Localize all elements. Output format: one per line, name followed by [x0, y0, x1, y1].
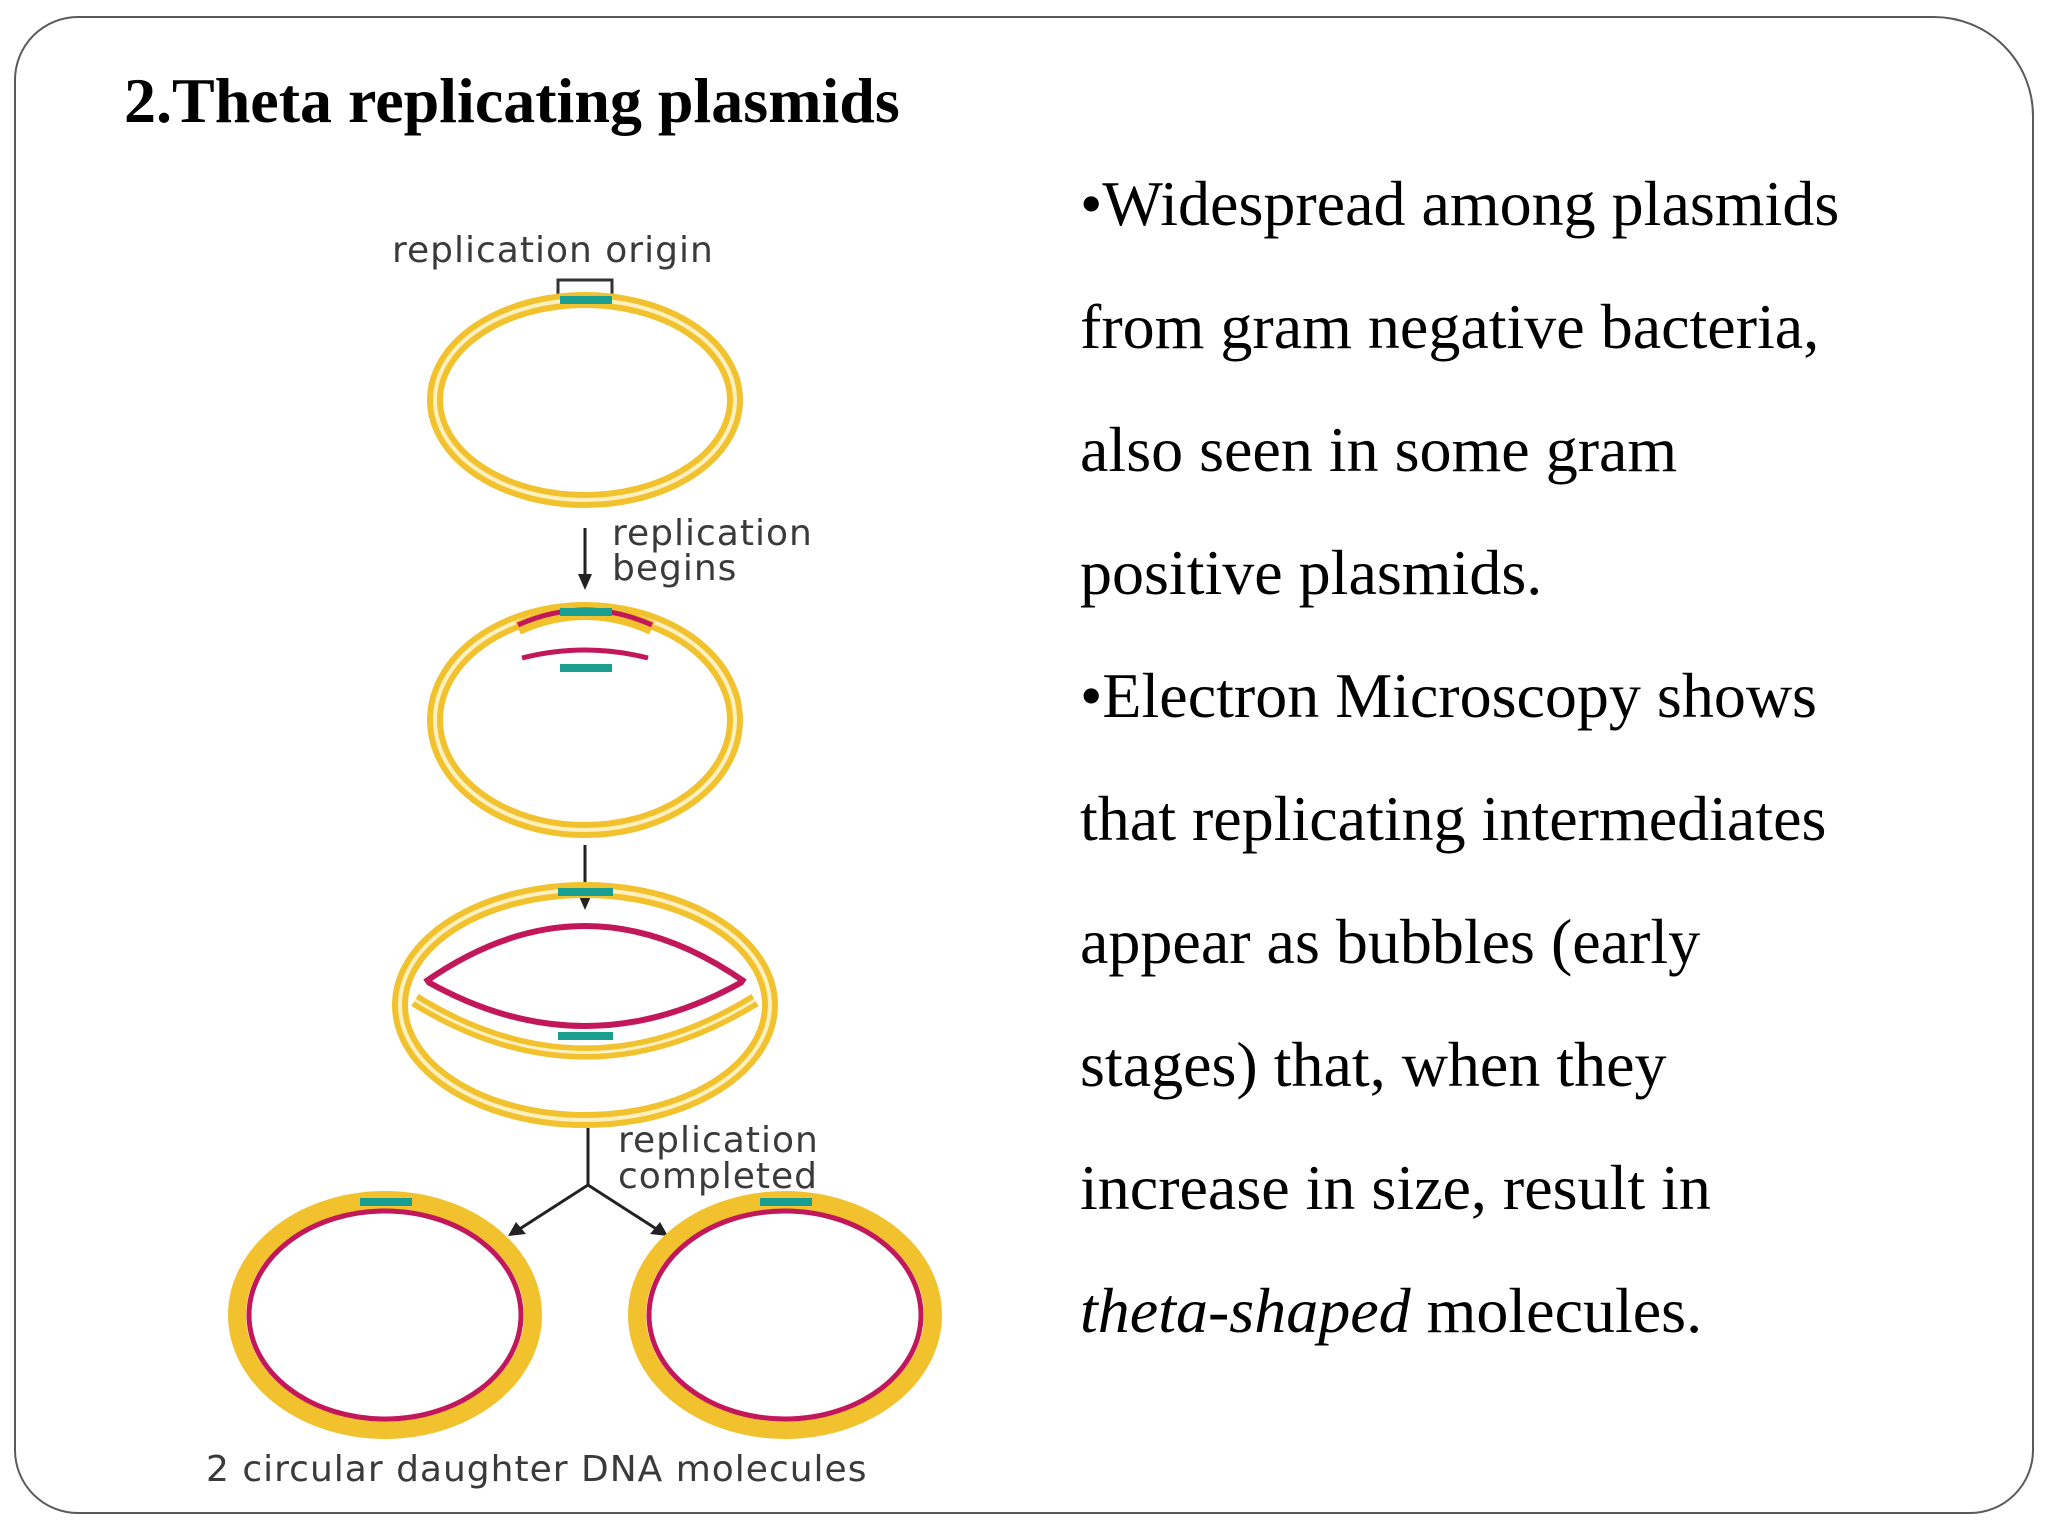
daughter-left-origin-mark — [360, 1198, 412, 1206]
stage2-origin-mark-top — [560, 608, 612, 616]
bullet1-line3: also seen in some gram — [1080, 414, 1678, 485]
bullet2-line1: •Electron Microscopy shows — [1080, 660, 1817, 731]
bullet-text-block: •Widespread among plasmids from gram neg… — [1080, 142, 2000, 1372]
stage1-strand-core — [433, 298, 737, 502]
bullet1-line2: from gram negative bacteria, — [1080, 291, 1820, 362]
stage1-origin-mark — [560, 296, 612, 304]
bullet1-line1: •Widespread among plasmids — [1080, 168, 1840, 239]
theta-shaped-term: theta-shaped — [1080, 1275, 1411, 1346]
theta-replication-diagram: replication origin replication begins — [200, 210, 1020, 1510]
stage3-origin-mark-top — [558, 888, 613, 896]
label-replication-begins-2: begins — [612, 548, 737, 589]
arrow-replication-completed — [508, 1128, 668, 1236]
arrow-replication-begins — [578, 528, 592, 590]
daughter-plasmid-left — [228, 1191, 542, 1439]
origin-bracket — [556, 278, 614, 298]
label-replication-origin: replication origin — [392, 230, 714, 271]
bullet2-line6-rest: molecules. — [1410, 1275, 1703, 1346]
stage2-early-bubble — [427, 602, 743, 838]
label-replication-begins-1: replication — [612, 513, 813, 554]
stage3-origin-mark-bottom — [558, 1032, 613, 1040]
bullet2-line2: that replicating intermediates — [1080, 783, 1827, 854]
bullet2-line3: appear as bubbles (early — [1080, 906, 1701, 977]
bullet2-line6: theta-shaped molecules. — [1080, 1249, 2000, 1372]
diagram-svg: replication origin replication begins — [206, 230, 942, 1490]
stage1-parental-plasmid — [427, 292, 743, 508]
label-replication-completed-2: completed — [618, 1156, 818, 1197]
daughter-right-origin-mark — [760, 1198, 812, 1206]
stage3-theta-intermediate — [392, 882, 778, 1128]
arrow-progress — [578, 845, 592, 910]
slide-title: 2.Theta replicating plasmids — [124, 65, 900, 136]
stage2-origin-mark-bottom — [560, 664, 612, 672]
daughter-plasmid-right — [628, 1191, 942, 1439]
bullet2-line5: increase in size, result in — [1080, 1152, 1711, 1223]
caption-daughter-molecules: 2 circular daughter DNA molecules — [206, 1449, 867, 1490]
label-replication-completed-1: replication — [618, 1120, 819, 1161]
bullet1-line4: positive plasmids. — [1080, 537, 1543, 608]
slide-frame — [14, 16, 2034, 1514]
bullet2-line4: stages) that, when they — [1080, 1029, 1667, 1100]
